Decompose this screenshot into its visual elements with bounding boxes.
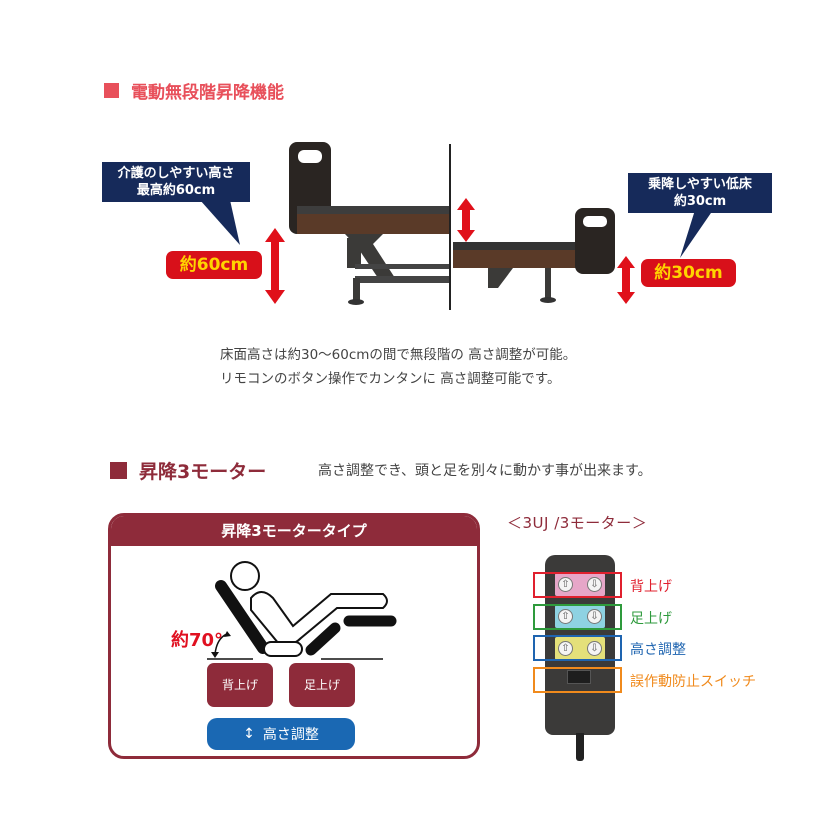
callout-low: 乗降しやすい低床 約30cm <box>628 173 772 213</box>
section-title-electric-lift: 電動無段階昇降機能 <box>104 78 284 103</box>
double-arrow-low-icon <box>617 256 635 304</box>
remote-title: ＜3UJ /3モーター＞ <box>507 514 648 532</box>
height-badge-60: 約60cm <box>166 251 262 279</box>
remote-control: ⇧⇩ ⇧⇩ ⇧⇩ <box>545 555 615 735</box>
section-subtitle: 高さ調整でき、頭と足を別々に動かす事が出来ます。 <box>318 463 652 479</box>
remote-label-back: 背上げ <box>630 579 672 595</box>
motor-type-panel: 昇降3モータータイプ 約70° 背上げ 足上げ ↕ 高さ調整 <box>108 513 480 759</box>
square-bullet-icon <box>110 462 127 479</box>
section-title-text: 電動無段階昇降機能 <box>131 83 284 103</box>
double-arrow-high-icon <box>265 228 285 304</box>
angle-label: 約70° <box>171 630 224 651</box>
remote-back-panel: ⇧⇩ <box>555 573 605 596</box>
callout-high-line1: 介護のしやすい高さ <box>117 166 235 181</box>
callout-high-tail <box>200 200 240 245</box>
description-line-1: 床面高さは約30～60cmの間で無段階の 高さ調整が可能。 <box>220 347 577 363</box>
up-arrow-icon[interactable]: ⇧ <box>558 609 573 624</box>
callout-low-line2: 約30cm <box>673 194 727 209</box>
reclining-person-diagram <box>207 561 397 660</box>
up-arrow-icon[interactable]: ⇧ <box>558 641 573 656</box>
callout-low-tail <box>680 210 713 258</box>
callout-low-line1: 乗降しやすい低床 <box>648 177 752 192</box>
remote-label-lock: 誤作動防止スイッチ <box>630 674 756 690</box>
square-bullet-icon <box>104 83 119 98</box>
down-arrow-icon[interactable]: ⇩ <box>587 577 602 592</box>
description-line-2: リモコンのボタン操作でカンタンに 高さ調整可能です。 <box>220 371 561 387</box>
remote-height-panel: ⇧⇩ <box>555 637 605 660</box>
leg-raise-button[interactable]: 足上げ <box>289 663 355 707</box>
callout-high: 介護のしやすい高さ 最高約60cm <box>102 162 250 202</box>
height-adjust-label: 高さ調整 <box>262 727 319 743</box>
remote-cord <box>576 733 584 761</box>
lock-switch[interactable] <box>567 670 591 684</box>
up-arrow-icon[interactable]: ⇧ <box>558 577 573 592</box>
remote-leg-panel: ⇧⇩ <box>555 605 605 628</box>
callout-high-line2: 最高約60cm <box>136 183 216 198</box>
down-arrow-icon[interactable]: ⇩ <box>587 641 602 656</box>
remote-label-height: 高さ調整 <box>630 642 686 658</box>
lift-description: 床面高さは約30～60cmの間で無段階の 高さ調整が可能。 リモコンのボタン操作… <box>220 343 576 391</box>
remote-label-leg: 足上げ <box>630 611 672 627</box>
section-title-3motor: 昇降3モーター <box>110 457 266 484</box>
height-badge-30: 約30cm <box>641 259 736 287</box>
panel-header: 昇降3モータータイプ <box>111 516 477 546</box>
highlight-box-back <box>533 572 622 598</box>
down-arrow-icon[interactable]: ⇩ <box>587 609 602 624</box>
highlight-box-leg <box>533 604 622 630</box>
bed-product-image <box>289 142 615 310</box>
highlight-box-lock <box>533 667 622 693</box>
up-down-arrow-icon: ↕ <box>243 726 255 742</box>
height-adjust-button[interactable]: ↕ 高さ調整 <box>207 718 355 750</box>
highlight-box-height <box>533 635 622 661</box>
back-raise-button[interactable]: 背上げ <box>207 663 273 707</box>
section-title-text: 昇降3モーター <box>139 461 267 483</box>
